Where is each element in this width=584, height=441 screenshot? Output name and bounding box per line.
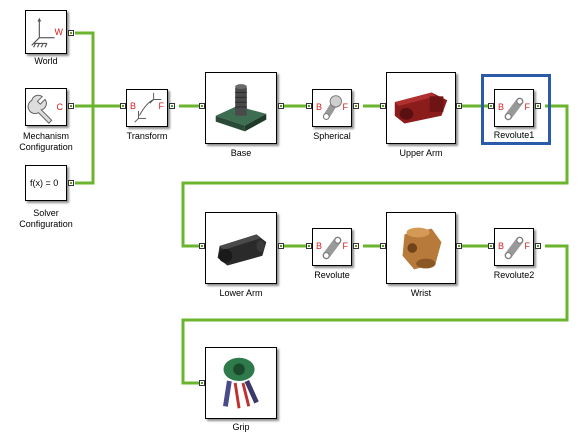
revolute1-selection-highlight bbox=[481, 74, 551, 145]
revolute-port-b[interactable] bbox=[306, 243, 312, 249]
revolute1-block[interactable]: B F bbox=[494, 89, 534, 127]
world-port-label: W bbox=[54, 27, 64, 37]
lower-arm-part-icon bbox=[217, 234, 267, 266]
revolute2-label: Revolute2 bbox=[493, 270, 535, 280]
wrist-port-in[interactable] bbox=[380, 243, 386, 249]
base-label: Base bbox=[230, 148, 252, 158]
transform-port-f[interactable] bbox=[169, 103, 175, 109]
transform-label: Transform bbox=[126, 131, 168, 141]
mechanism-port[interactable] bbox=[68, 103, 74, 109]
base-block[interactable] bbox=[205, 72, 277, 144]
revolute1-port-b[interactable] bbox=[488, 103, 494, 109]
wire-row2-row3 bbox=[181, 244, 569, 385]
revolute2-port-f-label: F bbox=[524, 241, 531, 251]
revolute-port-f-label: F bbox=[342, 241, 349, 251]
wrench-icon bbox=[27, 94, 53, 124]
solver-label: Solver Configuration bbox=[19, 208, 73, 229]
upper-arm-label: Upper Arm bbox=[399, 148, 443, 158]
revolute1-port-f-label: F bbox=[524, 102, 531, 112]
spherical-port-b[interactable] bbox=[306, 103, 312, 109]
grip-part-icon bbox=[223, 357, 259, 409]
transform-port-b-label: B bbox=[130, 101, 137, 111]
mechanism-configuration-block[interactable]: C bbox=[25, 88, 67, 126]
upper-arm-port-in[interactable] bbox=[380, 103, 386, 109]
wrist-block[interactable] bbox=[386, 212, 456, 284]
revolute1-label: Revolute1 bbox=[493, 130, 535, 140]
upper-arm-block[interactable] bbox=[386, 72, 456, 144]
wire-row1-row2 bbox=[181, 104, 569, 248]
revolute2-port-b[interactable] bbox=[488, 243, 494, 249]
solver-formula: f(x) = 0 bbox=[30, 178, 59, 188]
upper-arm-port-out[interactable] bbox=[456, 103, 462, 109]
revolute2-port-b-label: B bbox=[498, 241, 505, 251]
base-port-in[interactable] bbox=[199, 103, 205, 109]
spherical-joint-icon bbox=[323, 95, 342, 120]
grip-block[interactable] bbox=[205, 347, 277, 419]
revolute2-port-f[interactable] bbox=[535, 243, 541, 249]
revolute2-block[interactable]: B F bbox=[494, 228, 534, 266]
revolute-joint-icon bbox=[322, 236, 342, 260]
revolute-port-f[interactable] bbox=[353, 243, 359, 249]
transform-port-f-label: F bbox=[158, 101, 165, 111]
wire-solver-transform bbox=[75, 105, 95, 185]
wrist-label: Wrist bbox=[410, 288, 432, 298]
revolute-joint-icon bbox=[504, 97, 524, 121]
solver-port[interactable] bbox=[68, 180, 74, 186]
upper-arm-part-icon bbox=[394, 92, 448, 124]
world-label: World bbox=[34, 56, 58, 66]
wrist-part-icon bbox=[402, 227, 442, 270]
lower-arm-block[interactable] bbox=[205, 212, 277, 284]
spherical-port-f[interactable] bbox=[353, 103, 359, 109]
revolute-label: Revolute bbox=[314, 270, 350, 280]
lower-arm-port-in[interactable] bbox=[199, 243, 205, 249]
mechanism-label: Mechanism Configuration bbox=[19, 131, 73, 152]
revolute-joint-icon bbox=[504, 236, 524, 260]
spherical-label: Spherical bbox=[313, 131, 351, 141]
transform-frames-icon bbox=[134, 92, 162, 123]
world-frame-icon bbox=[31, 17, 55, 48]
wire-world-transform bbox=[75, 31, 95, 105]
solver-configuration-block[interactable]: f(x) = 0 bbox=[25, 165, 67, 201]
spherical-port-f-label: F bbox=[342, 102, 349, 112]
grip-label: Grip bbox=[232, 422, 250, 432]
base-port-out[interactable] bbox=[278, 103, 284, 109]
grip-port-in[interactable] bbox=[199, 380, 205, 386]
transform-port-b[interactable] bbox=[120, 103, 126, 109]
wrist-port-out[interactable] bbox=[456, 243, 462, 249]
revolute1-port-f[interactable] bbox=[535, 103, 541, 109]
spherical-block[interactable]: B F bbox=[312, 89, 352, 127]
lower-arm-label: Lower Arm bbox=[219, 288, 263, 298]
revolute-port-b-label: B bbox=[316, 241, 323, 251]
base-part-icon bbox=[215, 84, 267, 132]
world-port[interactable] bbox=[68, 30, 74, 36]
lower-arm-port-out[interactable] bbox=[278, 243, 284, 249]
revolute1-port-b-label: B bbox=[498, 102, 505, 112]
spherical-port-b-label: B bbox=[316, 102, 323, 112]
revolute-block[interactable]: B F bbox=[312, 228, 352, 266]
mechanism-port-label: C bbox=[56, 102, 64, 112]
world-block[interactable]: W bbox=[25, 10, 67, 54]
transform-block[interactable]: B F bbox=[126, 89, 168, 127]
